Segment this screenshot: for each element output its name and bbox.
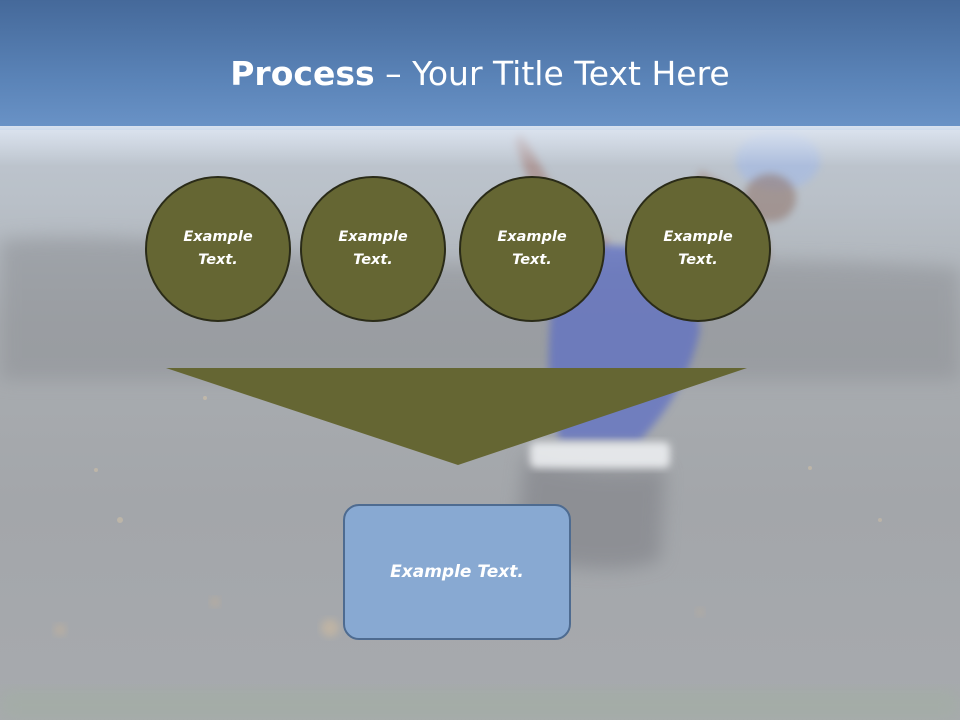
result-box[interactable]: Example Text. — [343, 504, 571, 640]
process-step-circle-1[interactable]: Example Text. — [145, 176, 291, 322]
slide-title-rest: – Your Title Text Here — [374, 54, 730, 93]
slide-title-bold: Process — [230, 54, 375, 93]
title-bar-fade — [0, 126, 960, 166]
slide-title[interactable]: Process – Your Title Text Here — [0, 52, 960, 96]
process-step-circle-3[interactable]: Example Text. — [459, 176, 605, 322]
process-step-label-4: Example Text. — [663, 229, 733, 268]
process-step-circle-2[interactable]: Example Text. — [300, 176, 446, 322]
process-step-label-3: Example Text. — [497, 229, 567, 268]
result-box-label: Example Text. — [390, 562, 524, 582]
process-step-label-2: Example Text. — [338, 229, 408, 268]
funnel-arrow-shape — [166, 368, 747, 465]
process-step-circle-4[interactable]: Example Text. — [625, 176, 771, 322]
process-step-label-1: Example Text. — [183, 229, 253, 268]
funnel-arrow[interactable] — [166, 368, 747, 465]
title-bar — [0, 0, 960, 130]
